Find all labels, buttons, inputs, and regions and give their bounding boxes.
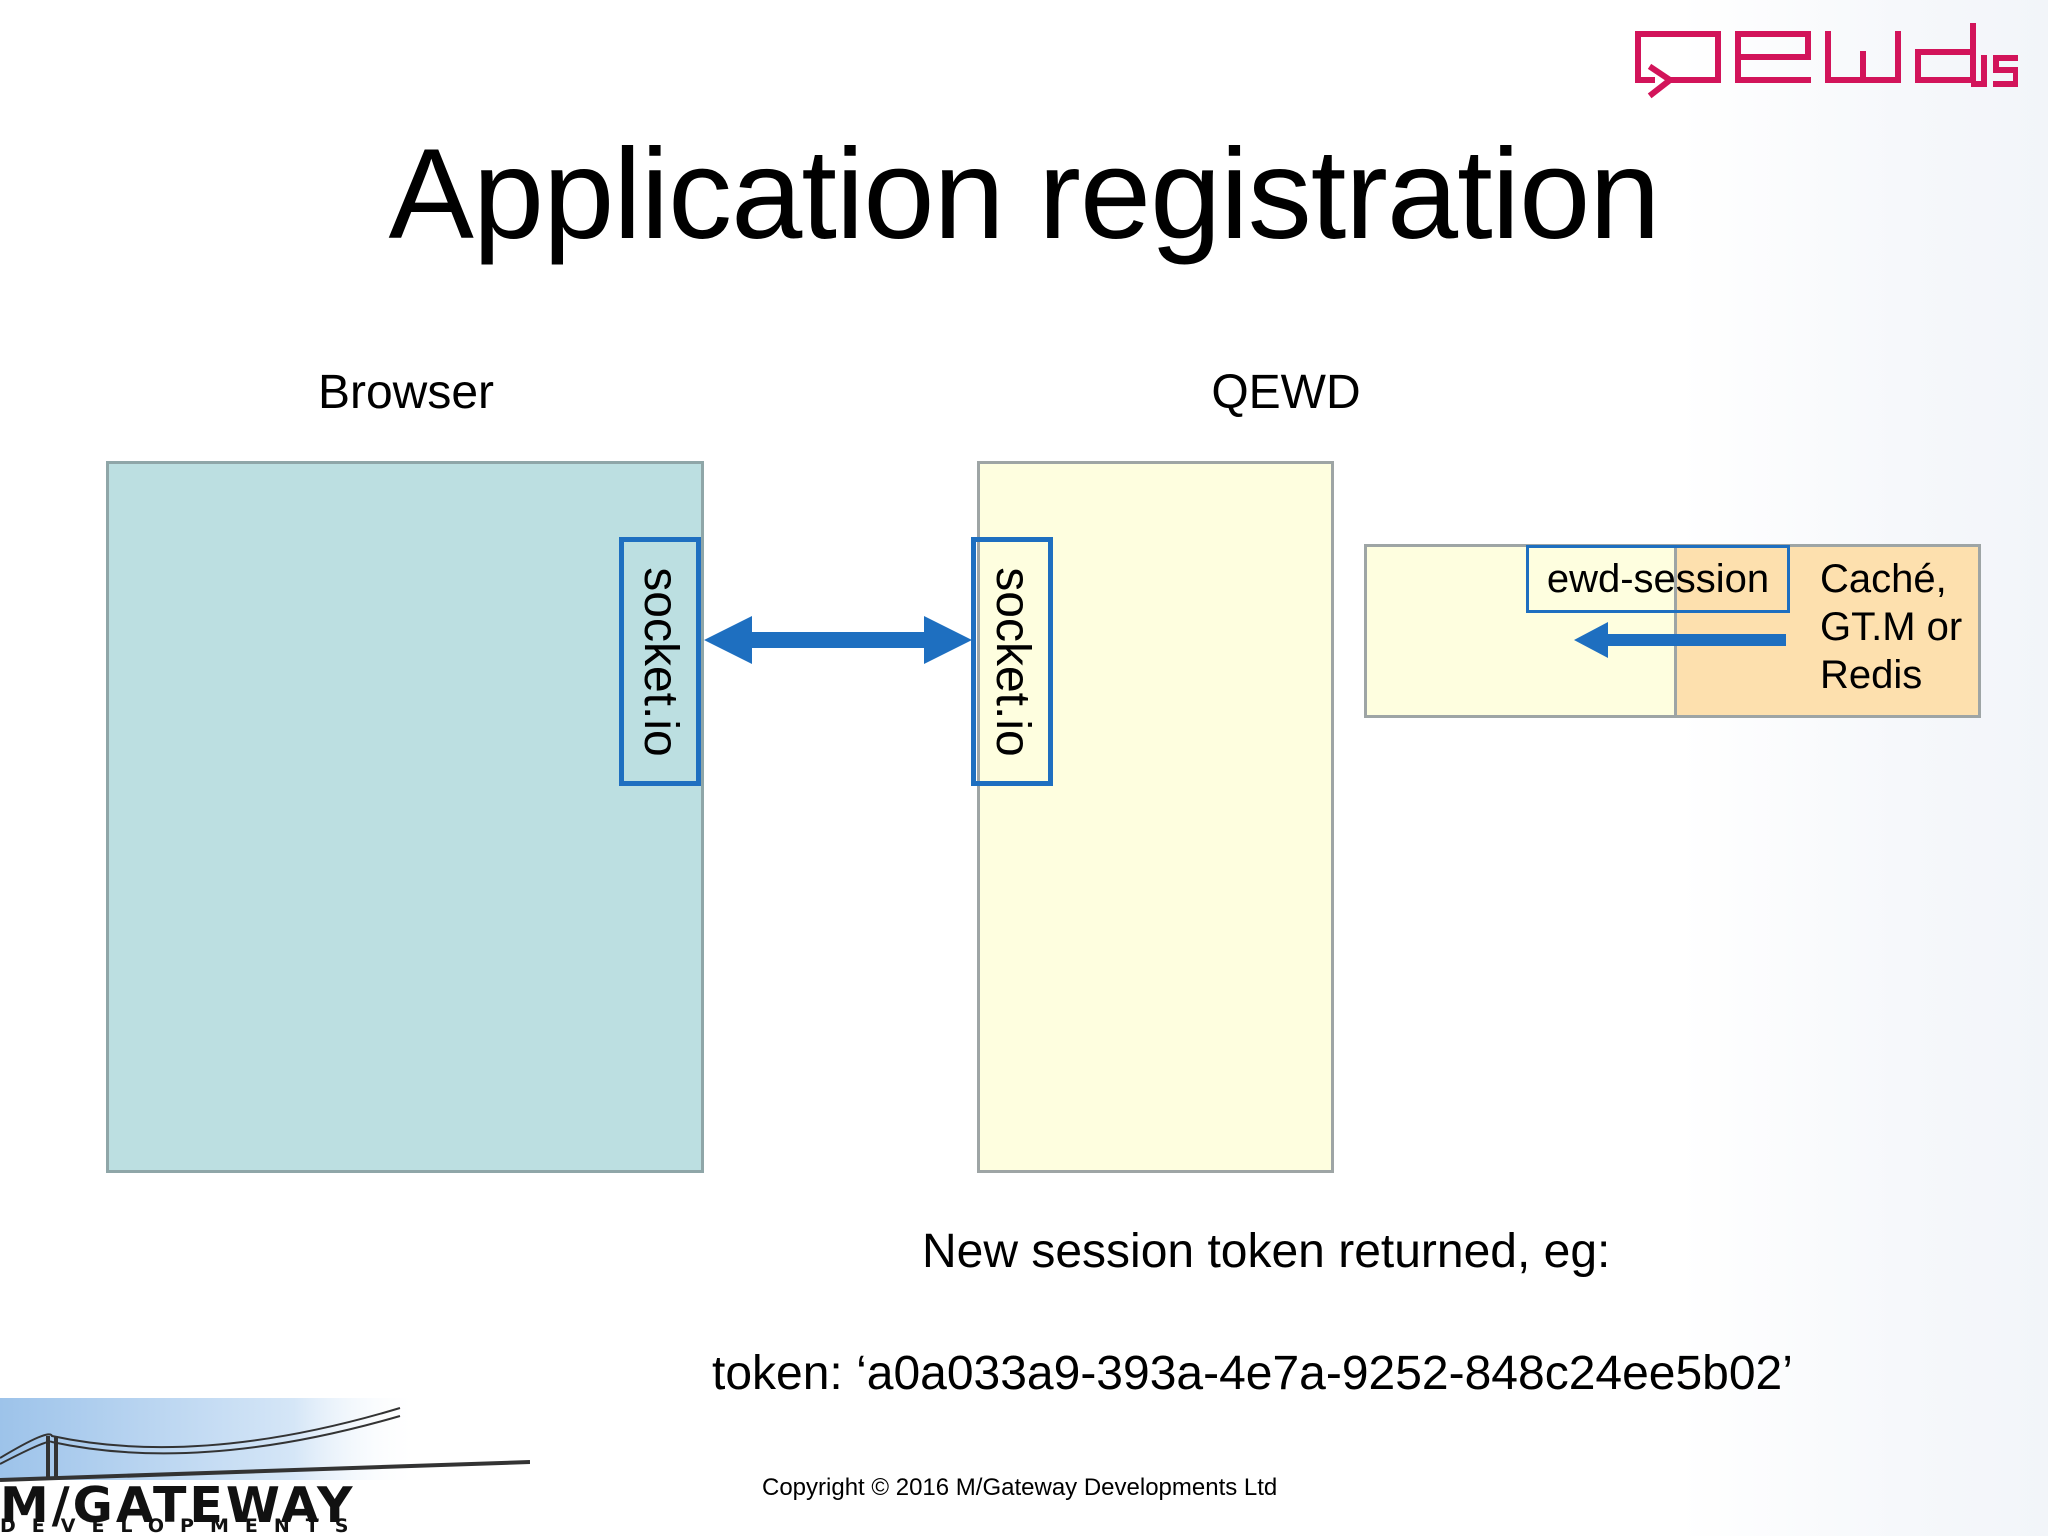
database-line-1: Caché, xyxy=(1820,557,1947,601)
ewd-session-box: ewd-session xyxy=(1526,545,1790,613)
qewd-socket-io-box: socket.io xyxy=(971,537,1053,786)
bidirectional-arrow-icon xyxy=(704,616,972,664)
mgateway-subtext: DEVELOPMENTS xyxy=(0,1515,365,1537)
qewd-socket-io-label: socket.io xyxy=(986,566,1039,757)
browser-label: Browser xyxy=(317,366,495,419)
background-tint xyxy=(1680,0,2048,1536)
caption-token: token: ‘a0a033a9-393a-4e7a-9252-848c24ee… xyxy=(712,1347,1793,1400)
slide-title: Application registration xyxy=(388,123,1661,266)
browser-socket-io-box: socket.io xyxy=(619,537,701,786)
ewd-session-label: ewd-session xyxy=(1546,556,1770,601)
mgateway-bridge-logo-icon xyxy=(0,1398,530,1482)
session-store-box xyxy=(1364,544,1981,718)
left-arrow-icon xyxy=(1574,622,1786,658)
database-panel xyxy=(1674,547,1978,715)
mgateway-wordmark: M/GATEWAY xyxy=(0,1477,356,1534)
database-line-2: GT.M or xyxy=(1820,605,1963,649)
database-label: Caché, GT.M or Redis xyxy=(1820,555,1962,699)
browser-socket-io-label: socket.io xyxy=(634,566,687,757)
qewd-box xyxy=(977,461,1334,1173)
caption-line-1: New session token returned, eg: xyxy=(922,1225,1611,1278)
database-line-3: Redis xyxy=(1820,653,1923,697)
browser-box xyxy=(106,461,704,1173)
qewd-js-logo-icon xyxy=(1635,23,2018,99)
copyright-text: Copyright © 2016 M/Gateway Developments … xyxy=(762,1474,1278,1501)
qewd-label: QEWD xyxy=(1211,366,1361,419)
